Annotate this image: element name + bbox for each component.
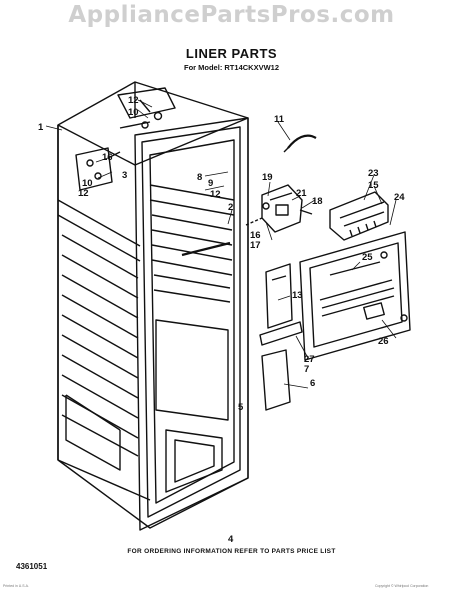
callout-15: 15 [368,180,379,191]
callout-21: 21 [296,188,307,199]
callout-18: 18 [312,196,323,207]
top-bracket-assembly [117,87,176,129]
control-housing [329,191,389,241]
callout-1: 1 [38,122,44,133]
callout-16-left: 16 [102,152,113,163]
left-bracket-assembly [75,147,121,191]
callout-7: 7 [304,364,309,375]
callout-2: 2 [228,202,233,213]
switch-assembly [245,184,313,233]
callout-8: 8 [197,172,202,183]
callout-24: 24 [394,192,405,203]
callout-12-left: 12 [78,188,89,199]
callout-11: 11 [274,114,285,125]
callout-17: 17 [250,240,261,251]
leader-lines [45,99,397,389]
part-13-panel [265,263,293,329]
ordering-note: FOR ORDERING INFORMATION REFER TO PARTS … [127,548,336,555]
callout-25: 25 [362,252,373,263]
model-subtitle: For Model: RT14CKXVW12 [183,63,279,72]
callout-27: 27 [304,354,315,365]
diagram-title: LINER PARTS [185,46,278,61]
part-11-tube [283,134,317,153]
part-6-plate [261,349,291,411]
fine-print-left: Printed in U.S.A. [3,584,29,588]
page-mark: 4 [228,534,234,545]
callout-10-top: 10 [128,107,139,118]
callout-19: 19 [262,172,273,183]
callout-12-center: 12 [210,189,221,200]
callout-13: 13 [292,290,303,301]
callout-9: 9 [208,178,213,189]
callout-12-top: 12 [128,95,139,106]
callout-5: 5 [238,402,244,413]
fine-print-right: Copyright © Whirlpool Corporation [375,584,429,588]
liner-front-frame [134,117,249,531]
part-7-strip [259,321,303,346]
watermark-text: AppliancePartsPros.com [68,2,395,28]
callout-3: 3 [122,170,127,181]
callout-6: 6 [310,378,315,389]
callout-10-left: 10 [82,178,93,189]
evaporator-cover-panel [299,231,411,361]
document-number: 4361051 [16,562,48,571]
callout-16-right: 16 [250,230,261,241]
callout-26: 26 [378,336,389,347]
callout-23: 23 [368,168,379,179]
